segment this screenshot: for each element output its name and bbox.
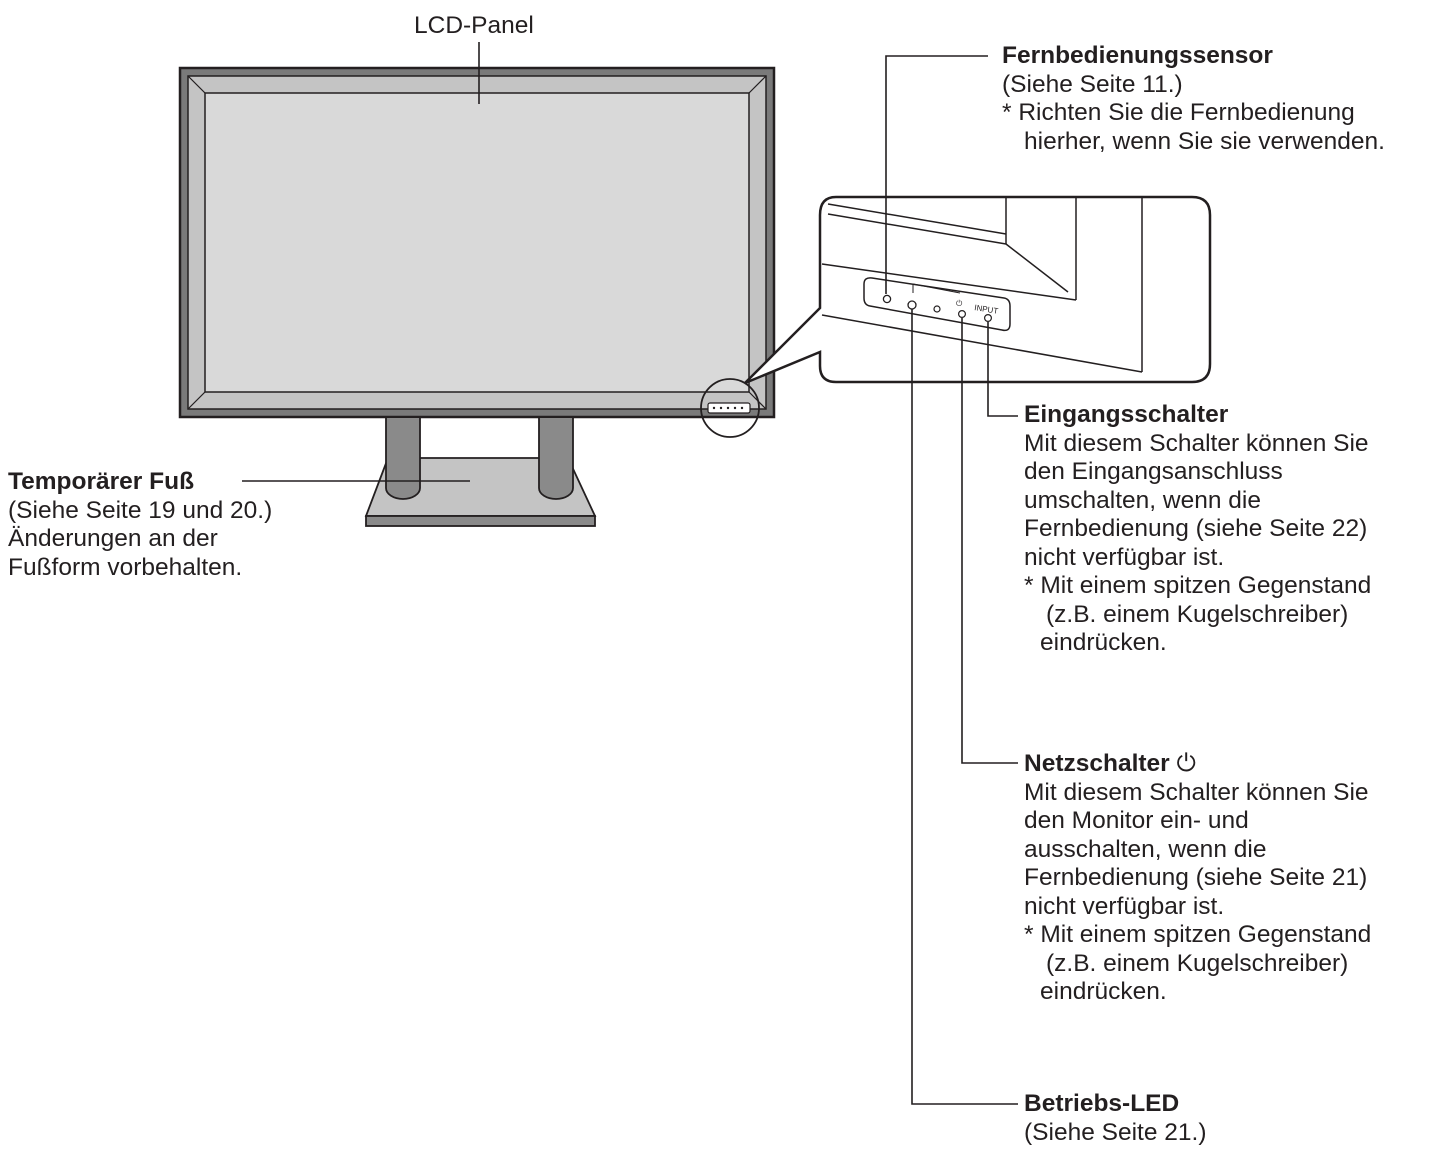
stand-base-front xyxy=(365,515,596,527)
detail-power-led xyxy=(907,300,917,310)
power-led-title: Betriebs-LED xyxy=(1024,1090,1180,1117)
power-icon: ⏻ xyxy=(1176,748,1196,777)
label-power-led: Betriebs-LED (Siehe Seite 21.) xyxy=(1024,1090,1207,1146)
input-switch-title: Eingangsschalter xyxy=(1024,401,1229,428)
detail-input-text: INPUT xyxy=(974,303,999,316)
leader-input-switch xyxy=(987,322,1018,417)
remote-sensor-ref: (Siehe Seite 11.) xyxy=(1002,70,1183,98)
stand-post-left xyxy=(385,418,421,500)
callout-bubble xyxy=(744,195,1212,385)
power-switch-title: Netzschalter ⏻ xyxy=(1024,748,1196,777)
lcd-screen xyxy=(204,92,750,393)
label-stand: Temporärer Fuß (Siehe Seite 19 und 20.) … xyxy=(8,468,273,581)
detail-power-button xyxy=(957,310,966,319)
leader-power-led xyxy=(911,309,1018,1105)
detail-input-button xyxy=(983,314,992,323)
stand-title: Temporärer Fuß xyxy=(8,468,195,495)
label-input-switch: Eingangsschalter Mit diesem Schalter kön… xyxy=(1024,401,1372,656)
detail-remote-sensor xyxy=(882,294,892,304)
leader-power-switch xyxy=(961,318,1018,764)
label-power-switch: Netzschalter ⏻ Mit diesem Schalter könne… xyxy=(1024,748,1372,1005)
remote-sensor-title: Fernbedienungssensor xyxy=(1002,42,1273,69)
stand-post-right xyxy=(538,418,574,500)
label-lcd-panel: LCD-Panel xyxy=(414,12,534,39)
leader-remote-sensor xyxy=(885,55,988,294)
label-remote-sensor: Fernbedienungssensor (Siehe Seite 11.) *… xyxy=(1002,42,1385,155)
detail-power-symbol: ⏻ xyxy=(956,299,963,308)
detail-control-panel xyxy=(863,277,1011,332)
zoom-circle xyxy=(700,378,760,438)
